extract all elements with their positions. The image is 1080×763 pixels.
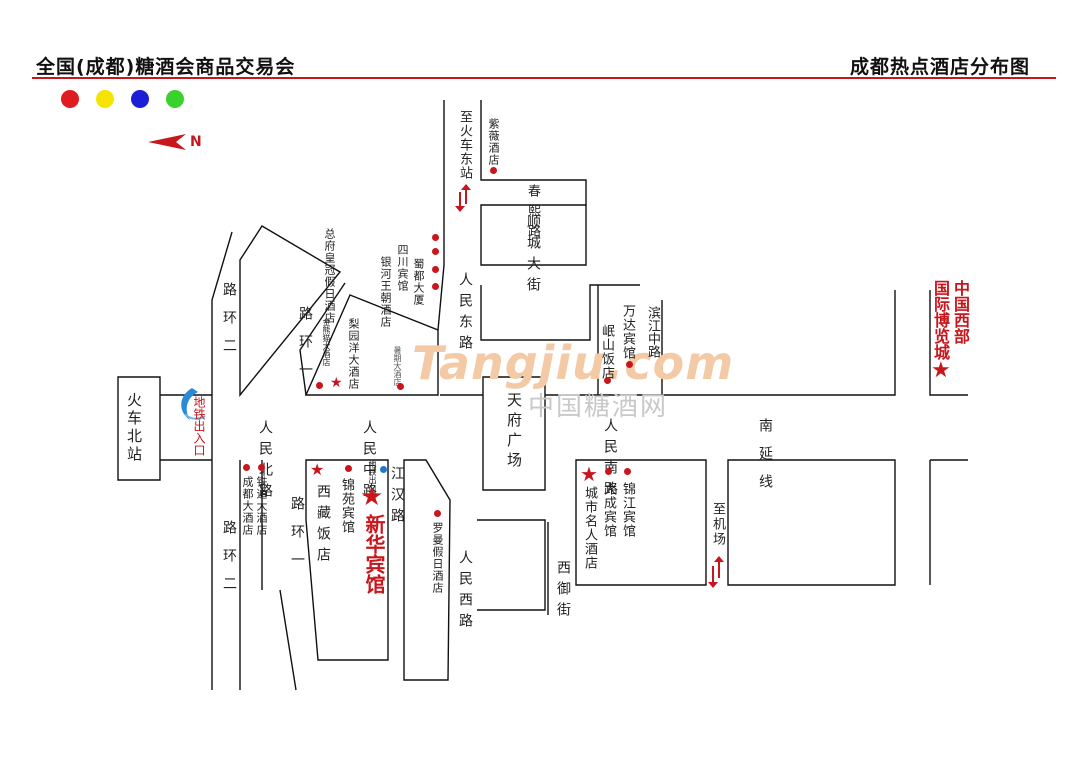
hotel-minshan: 岷山饭店 <box>599 324 614 380</box>
metro-exit-marker <box>380 466 387 473</box>
hotel-marker <box>605 468 612 475</box>
road-xiyu: 西御街 <box>555 560 571 623</box>
hotel-jinjiang: 锦江宾馆 <box>620 482 635 538</box>
road-shuncheng: 顺城大街 <box>525 214 541 298</box>
hotel-dacheng: 大成宾馆 <box>601 482 616 538</box>
road-chunxi: 春熙路 <box>525 184 540 244</box>
hotel-jinyuan: 锦苑宾馆 <box>339 478 354 534</box>
hotel-marker <box>626 361 633 368</box>
road-second-ring-bottom: 路环二 <box>221 520 237 604</box>
header-rule <box>32 77 1056 79</box>
block-south-right <box>727 459 896 586</box>
hotel-marker <box>490 167 497 174</box>
hotel-jinxiongmao: 金熊猫大酒店 <box>322 318 331 366</box>
hotel-chengshi: 城市名人酒店 <box>582 486 597 570</box>
road-renmin-north: 人民北路 <box>257 420 273 504</box>
road-first-ring-north <box>299 282 346 396</box>
north-station-label: 火车北站 <box>125 392 143 464</box>
page-title-right: 成都热点酒店分布图 <box>849 56 1030 78</box>
hotel-marker <box>397 383 404 390</box>
arrow-to-airport-icon <box>708 556 724 588</box>
metro-logo-icon <box>181 388 198 420</box>
hotel-chengdu: 成都大酒店 <box>241 476 254 536</box>
expo-star-icon: ★ <box>931 358 951 383</box>
hotel-marker <box>604 377 611 384</box>
metro-entrance-label: 地铁出入口 <box>192 396 206 456</box>
hotel-marker <box>432 266 439 273</box>
tianfu-square-label: 天府广场 <box>505 392 523 472</box>
road-east-inner <box>480 100 587 205</box>
road-to-east-station <box>437 100 445 331</box>
hotel-liyuan: 梨园洋大酒店 <box>347 318 360 390</box>
road-first-ring-top: 路环一 <box>297 306 313 390</box>
block-north-station <box>117 376 161 481</box>
hotel-liyuan-star-icon: ★ <box>330 375 343 391</box>
hotel-marker <box>432 234 439 241</box>
page-title-left: 全国(成都)糖酒会商品交易会 <box>36 56 296 78</box>
road-second-ring-top: 路环二 <box>221 282 237 366</box>
green-dot <box>166 90 184 108</box>
blue-dot <box>131 90 149 108</box>
arrow-to-east-station-icon <box>455 184 471 212</box>
hotel-marker <box>345 465 352 472</box>
road-renmin-east: 人民东路 <box>457 272 473 356</box>
block-xizang <box>305 459 389 661</box>
hotel-chengshi-star-icon: ★ <box>580 462 598 486</box>
road-binjiang: 滨江中路 <box>645 306 660 358</box>
hotel-marker <box>432 248 439 255</box>
airport-label: 至机场 <box>710 502 725 547</box>
hotel-xinhua-star-icon: ★ <box>360 482 384 512</box>
hotel-marker <box>432 283 439 290</box>
hotel-marker <box>434 510 441 517</box>
block-luoman <box>403 459 451 681</box>
block-south-center <box>575 459 707 586</box>
road-right-block <box>661 290 896 396</box>
compass-label: N <box>190 134 202 150</box>
road-first-ring-south <box>279 589 297 691</box>
expo-label-line1: 中国西部 <box>951 280 970 344</box>
hotel-marker <box>243 464 250 471</box>
north-arrow-icon <box>148 134 186 150</box>
hotel-ziwei: 紫薇酒店 <box>487 118 500 166</box>
road-first-ring-bottom: 路环一 <box>289 496 305 580</box>
expo-label-line2: 国际博览城 <box>931 280 950 360</box>
hotel-xizang: 西藏饭店 <box>315 484 331 568</box>
hotel-marker <box>316 382 323 389</box>
east-station-label: 至火车东站 <box>457 110 472 180</box>
road-jianghan: 江汉路 <box>389 466 405 529</box>
hotel-sichuan: 四川宾馆 <box>396 244 409 292</box>
block-renmin-west <box>477 519 546 611</box>
block-northwest <box>239 225 342 397</box>
block-tianfu-square <box>482 376 546 491</box>
road-renmin-west: 人民西路 <box>457 550 473 634</box>
watermark-cn: 中国糖酒网 <box>528 392 669 422</box>
road-renmin-south: 人民南路 <box>602 418 618 502</box>
hotel-wanda: 万达宾馆 <box>620 304 635 360</box>
watermark-brand: Tangjiu.com <box>412 336 735 390</box>
metro-exit-label: 地铁出口 <box>368 460 377 492</box>
hotel-shuyu: 蜀都大厦 <box>412 258 425 306</box>
hotel-marker <box>624 468 631 475</box>
red-dot <box>61 90 79 108</box>
hotel-tiedao: 铁道大酒店 <box>255 476 268 536</box>
yellow-dot <box>96 90 114 108</box>
road-expo-block <box>929 290 968 396</box>
hotel-marker <box>258 464 265 471</box>
hotel-xizang-star-icon: ★ <box>310 460 325 479</box>
road-renmin-east <box>480 284 640 341</box>
road-shuncheng-block <box>480 204 587 266</box>
hotel-xinhua: 新华宾馆 <box>362 514 386 594</box>
road-second-ring-west <box>211 231 233 690</box>
hotel-zongfu: 总府皇冠假日酒店 <box>323 228 336 324</box>
hotel-huguan: 暑期大酒店 <box>393 346 402 386</box>
road-nanyan: 南延线 <box>757 418 773 502</box>
hotel-luoman: 罗曼假日酒店 <box>431 522 444 594</box>
road-renmin-middle: 人民中路 <box>361 420 377 504</box>
block-center-north <box>304 294 439 396</box>
hotel-yinhe: 银河王朝酒店 <box>379 256 392 328</box>
